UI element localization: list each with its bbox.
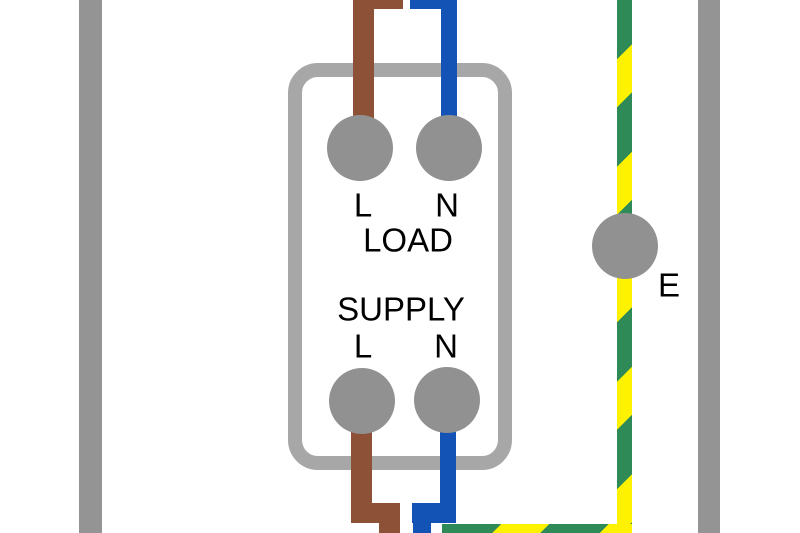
load-n-terminal — [416, 115, 482, 181]
load-l-terminal — [327, 115, 393, 181]
supply-title: SUPPLY — [337, 290, 465, 328]
supply-n-label: N — [434, 327, 458, 365]
load-title: LOAD — [363, 221, 453, 259]
supply-n-terminal — [414, 367, 480, 433]
conduit-right-bar — [698, 0, 720, 533]
load-n-label: N — [435, 186, 459, 224]
conduit-left-bar — [79, 0, 102, 533]
live-wire-bottom-tail — [379, 513, 400, 533]
live-wire-top-vertical — [353, 0, 374, 148]
neutral-wire-top-vertical — [441, 0, 457, 148]
neutral-wire-bottom-tail — [413, 513, 431, 533]
neutral-wire-top-horizontal — [410, 0, 457, 9]
load-l-label: L — [353, 186, 373, 224]
supply-l-label: L — [353, 327, 373, 365]
supply-l-terminal — [329, 368, 395, 434]
earth-wire-bottom-horizontal — [442, 524, 632, 533]
earth-label: E — [657, 266, 681, 304]
earth-terminal — [592, 213, 658, 279]
live-wire-top-horizontal — [353, 0, 403, 9]
